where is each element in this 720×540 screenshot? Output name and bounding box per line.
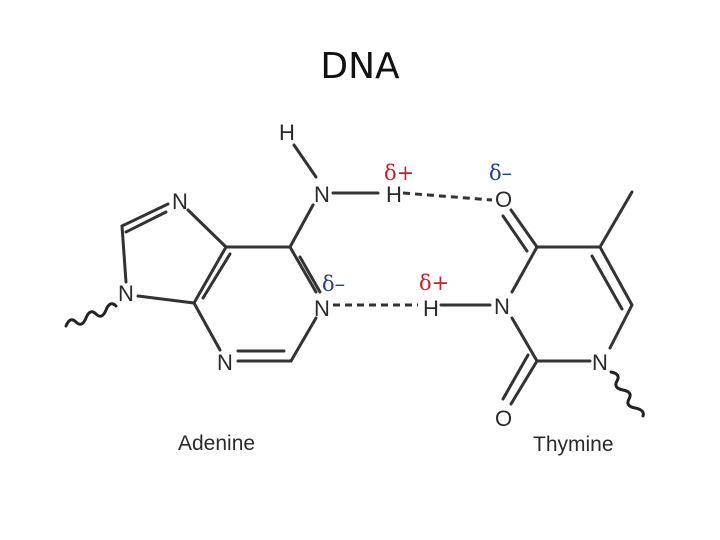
bond-c2-o2 (509, 359, 539, 406)
bond-o4-c4-double (501, 214, 529, 253)
bond-c2-n3 (510, 316, 539, 363)
bond-n3-c4 (510, 245, 539, 294)
thymine-o-bottom: O (495, 406, 512, 431)
hydrogen-bond-top (402, 191, 493, 202)
bond-c5-methyl (598, 190, 634, 249)
bond-c6-n1 (288, 245, 318, 294)
adenine-n-imid-top: N (172, 189, 188, 214)
bond-o4-c4 (509, 208, 539, 249)
adenine-delta-minus: δ– (322, 272, 345, 296)
bond-c6-n1 (608, 303, 634, 350)
bond-c4-c5 (192, 245, 228, 305)
adenine-sugar-link (64, 302, 118, 328)
thymine-label: Thymine (533, 433, 614, 456)
adenine-n-amino: N (314, 182, 330, 207)
bond-c5-c6-double (590, 254, 624, 311)
thymine-delta-minus: δ– (489, 161, 512, 185)
adenine-n-imid-left: N (118, 281, 134, 306)
adenine-label: Adenine (178, 432, 255, 455)
bond-n-amino-c6 (288, 203, 315, 249)
thymine-n-bottom-right: N (592, 350, 608, 375)
bond-c5-n7 (186, 208, 228, 249)
thymine-sugar-link (609, 370, 645, 418)
thymine-bonds (439, 190, 634, 406)
adenine-h-top: H (279, 120, 295, 145)
bond-n9-c4 (136, 294, 196, 305)
bond-c6-n1-double (298, 255, 322, 294)
bond-n1-c2 (289, 316, 318, 363)
bond-c2-o2-double (501, 353, 530, 401)
bond-n3-c4 (192, 301, 222, 352)
bond-n7-c8-double (124, 210, 168, 234)
adenine-bonds (120, 143, 322, 363)
adenine-amino-h: H (386, 182, 402, 207)
adenine-delta-plus: δ+ (384, 161, 414, 185)
thymine-o-top: O (495, 187, 512, 212)
bond-c5-c6 (598, 245, 634, 307)
thymine-delta-plus: δ+ (419, 271, 449, 295)
bond-h-n-amino (292, 143, 318, 179)
adenine-n-ring-bottom: N (217, 350, 233, 375)
bond-c8-n9 (120, 224, 128, 284)
page-title: DNA (320, 46, 400, 87)
thymine-h-left: H (423, 296, 439, 321)
thymine-n-left: N (494, 294, 510, 319)
bond-n7-c8 (120, 202, 170, 228)
bond-c4-c5-double (201, 252, 232, 300)
adenine-n-ring-right: N (314, 296, 330, 321)
